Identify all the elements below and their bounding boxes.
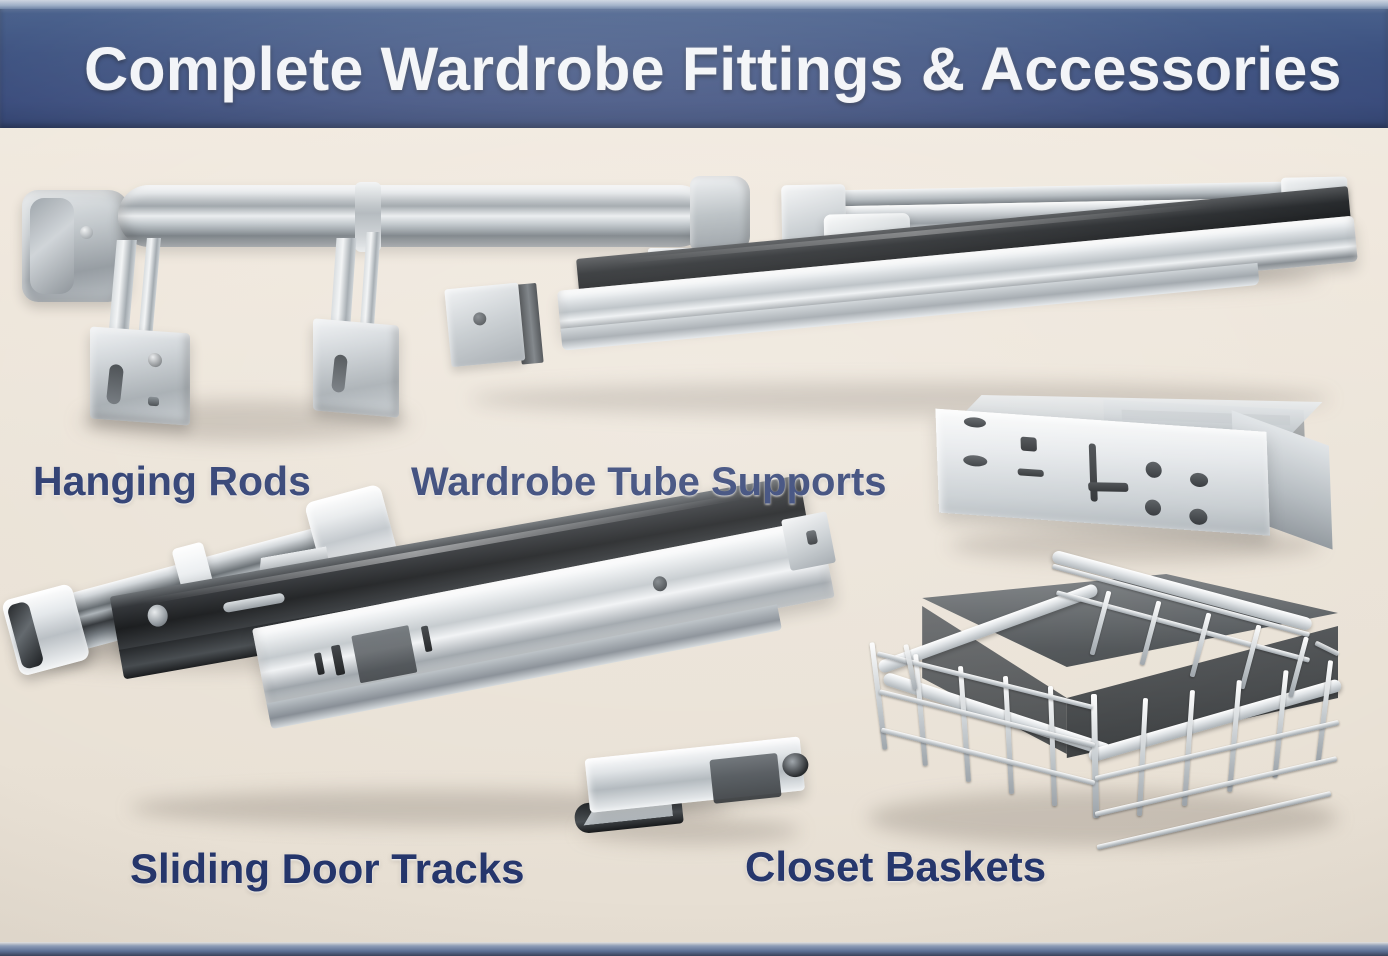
bracket-slot bbox=[105, 363, 125, 406]
caption-tube-supports: Wardrobe Tube Supports bbox=[411, 460, 887, 504]
channel-slot-1 bbox=[1020, 436, 1037, 452]
bracket-dark-panel bbox=[709, 752, 782, 804]
header-banner: Complete Wardrobe Fittings & Accessories bbox=[0, 9, 1388, 128]
bracket-through-hole bbox=[781, 751, 810, 779]
hanging-rod-bracket-1 bbox=[90, 326, 190, 426]
basket-right-wire-h3 bbox=[1096, 791, 1332, 850]
caption-sliding-door-tracks: Sliding Door Tracks bbox=[130, 845, 525, 892]
hanging-rod-tube bbox=[118, 185, 710, 247]
bracket-slot bbox=[331, 353, 348, 394]
channel-hole-5 bbox=[1144, 499, 1162, 517]
perforated-channel-bracket bbox=[935, 394, 1341, 560]
rail-end-plate bbox=[444, 282, 526, 368]
track-chrome-slot-3 bbox=[420, 625, 433, 653]
basket-right-wire-h2 bbox=[1094, 756, 1338, 817]
caption-hanging-rods: Hanging Rods bbox=[33, 458, 311, 504]
track-chrome-end-hole bbox=[805, 529, 819, 546]
hanging-rod-joint-right bbox=[690, 176, 750, 252]
poster-top-edge bbox=[0, 0, 1388, 9]
track-chrome-screw bbox=[651, 575, 669, 593]
caption-closet-baskets: Closet Baskets bbox=[745, 843, 1047, 890]
channel-hole-6 bbox=[1189, 508, 1208, 526]
channel-hole-2 bbox=[963, 454, 988, 468]
track-chrome-panel bbox=[351, 625, 418, 684]
end-cap-screw bbox=[80, 226, 93, 239]
bracket-body bbox=[584, 736, 810, 813]
channel-slot-3 bbox=[1088, 443, 1098, 502]
page-title: Complete Wardrobe Fittings & Accessories bbox=[84, 34, 1342, 103]
wire-closet-basket bbox=[852, 549, 1364, 850]
track-chrome-slot-2 bbox=[330, 644, 346, 676]
channel-slot-4 bbox=[1087, 482, 1129, 492]
closet-basket-shadow bbox=[868, 790, 1338, 846]
channel-hole-4 bbox=[1189, 472, 1209, 488]
end-cap-face bbox=[30, 198, 74, 294]
bracket-screw bbox=[148, 352, 162, 368]
tube-left-cap-face bbox=[6, 600, 45, 671]
channel-hole-1 bbox=[963, 416, 987, 429]
channel-front-face bbox=[935, 408, 1271, 536]
poster-bottom-edge bbox=[0, 942, 1388, 956]
channel-slot-2 bbox=[1017, 468, 1044, 478]
track-chrome-slot-1 bbox=[313, 652, 325, 676]
track-chrome-end-plate bbox=[781, 511, 837, 572]
end-plate-hole bbox=[472, 311, 487, 326]
channel-hole-3 bbox=[1145, 461, 1162, 479]
bracket-screw-lower bbox=[148, 396, 159, 407]
hanging-rod-bracket-2 bbox=[313, 318, 399, 418]
